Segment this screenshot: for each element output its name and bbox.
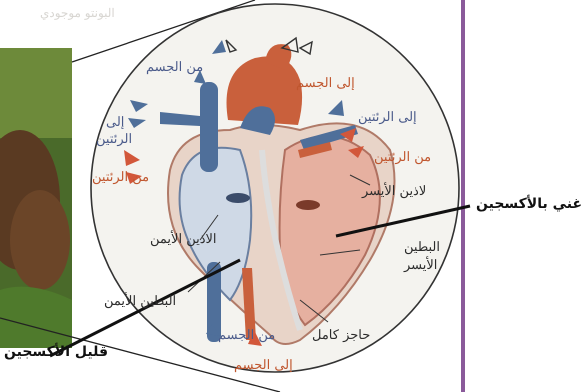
page-border-line: [461, 0, 465, 392]
faint-header-text: البونتو موجودي: [40, 6, 115, 20]
label-left-ventricle-1: البطين: [404, 240, 440, 255]
label-from-lungs-left: من الرئتين: [92, 170, 149, 185]
label-to-lungs-left-2: الرئتين: [96, 132, 132, 147]
label-left-atrium: لاذين الأيسر: [362, 184, 426, 199]
superior-vena-cava: [200, 82, 218, 172]
label-oxygen-rich: غني بالأكسجين: [476, 196, 582, 212]
label-right-ventricle: البطين الأيمن: [104, 294, 176, 309]
label-to-body-top: إلى الجسم: [296, 76, 355, 91]
label-right-atrium: الاذين الأيمن: [150, 232, 217, 247]
mitral-valve: [296, 200, 320, 210]
label-to-lungs-left-1: إلى: [106, 115, 124, 130]
label-to-body-bottom: إلى الجسم: [234, 358, 293, 373]
animal-photo: [0, 48, 72, 348]
label-oxygen-poor: قليل الأكسجين: [4, 344, 108, 360]
label-from-body-bottom: من الجسم: [218, 328, 275, 343]
tricuspid-valve: [226, 193, 250, 203]
label-to-lungs-right: إلى الرئتين: [358, 110, 417, 125]
label-from-lungs-right: من الرئتين: [374, 150, 431, 165]
label-from-body-top: من الجسم: [146, 60, 203, 75]
label-left-ventricle-2: الأيسر: [404, 258, 437, 273]
label-septum: حاجز كامل: [312, 328, 370, 343]
